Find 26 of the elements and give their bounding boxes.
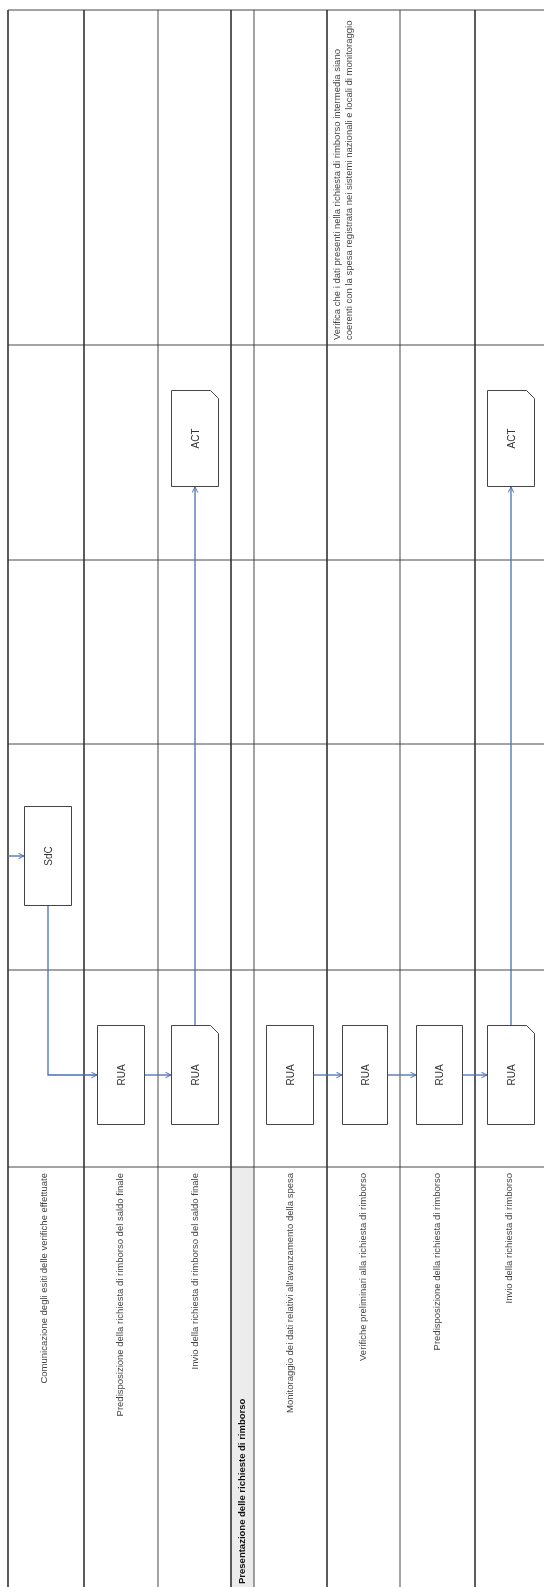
document-box: RUA: [487, 1025, 535, 1125]
arrow: [387, 1071, 417, 1079]
section-heading: Presentazione delle richieste di rimborso: [236, 1397, 248, 1584]
activity-text: Comunicazione degli esiti delle verifiche effettuate: [38, 1173, 50, 1386]
process-box: RUA: [97, 1025, 145, 1125]
activity-text: Monitoraggio dei dati relativi all'avanzamento della spesa: [284, 1173, 296, 1415]
arrow: [47, 905, 98, 1079]
document-box: RUA: [171, 1025, 219, 1125]
document-box: ACT: [487, 390, 535, 487]
activity-text: Invio della richiesta di rimborso: [503, 1173, 515, 1306]
process-box: RUA: [342, 1025, 388, 1125]
note-text: Verifica che i dati presenti nella richiesta di rimborso intermedia siano coerenti con la spesa registrata nei sistemi nazionali e locali di monitoraggio: [331, 19, 355, 340]
arrow: [191, 486, 199, 1026]
process-box: RUA: [266, 1025, 314, 1125]
document-box: ACT: [171, 390, 219, 487]
activity-text: Predisposizione della richiesta di rimborso: [431, 1173, 443, 1353]
process-box: RUA: [416, 1025, 463, 1125]
arrow: [7, 852, 25, 860]
process-box: SdC: [24, 806, 72, 906]
activity-text: Predisposizione della richiesta di rimborso del saldo finale: [114, 1173, 126, 1419]
activity-text: Verifiche preliminari alla richiesta di rimborso: [357, 1173, 369, 1363]
arrow: [462, 1071, 488, 1079]
activity-text: Invio della richiesta di rimborso del saldo finale: [189, 1173, 201, 1372]
arrow: [507, 486, 515, 1026]
arrow: [313, 1071, 343, 1079]
arrow: [144, 1071, 172, 1079]
